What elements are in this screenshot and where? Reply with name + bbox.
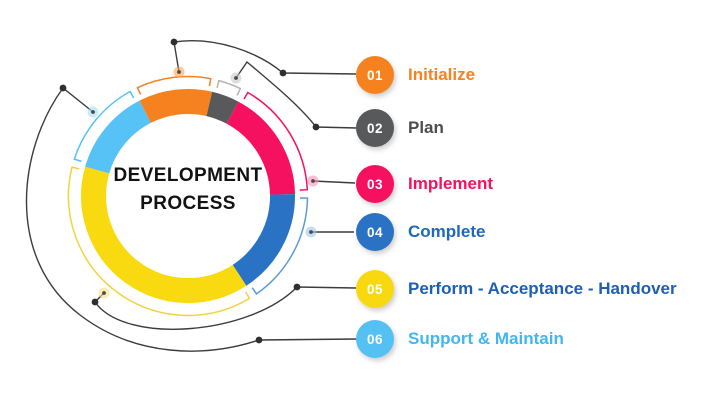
step-number-badge: 05 (356, 270, 394, 308)
junction-dot (293, 283, 301, 291)
donut-segment-initialize (139, 88, 213, 124)
step-label: Complete (408, 222, 486, 241)
halo-dot-center (311, 179, 315, 183)
step-row-initialize: 01 Initialize (356, 56, 475, 94)
connector-implement (312, 180, 356, 184)
bracket-implement (243, 91, 309, 191)
donut-segment-implement (226, 101, 295, 196)
step-number-badge: 02 (356, 109, 394, 147)
connector-junction-dots (59, 38, 320, 344)
connector-lines (25, 40, 358, 352)
diagram-title-line2: PROCESS (140, 193, 236, 214)
bracket-perform (67, 166, 251, 317)
donut-segment-complete (232, 194, 295, 286)
halo-dot-center (91, 110, 95, 114)
step-number-badge: 03 (356, 165, 394, 203)
halo-dot-center (177, 70, 181, 74)
junction-dot (170, 38, 178, 46)
segment-halo-dots (87, 66, 319, 299)
halo-dot-center (102, 291, 106, 295)
step-label: Initialize (408, 65, 476, 84)
step-label: Plan (408, 118, 444, 137)
step-row-implement: 03 Implement (356, 165, 493, 203)
bracket-complete (251, 197, 309, 295)
halo-dot-center (309, 230, 313, 234)
bracket-plan (216, 79, 242, 96)
donut-segment-support (85, 100, 152, 174)
junction-dot (255, 336, 263, 344)
donut-segment-plan (206, 91, 239, 124)
step-number-badge: 06 (356, 320, 394, 358)
donut-segment-perform (81, 166, 247, 304)
connector-perform (94, 286, 357, 330)
junction-dot (91, 298, 99, 306)
diagram-title: DEVELOPMENT PROCESS (88, 162, 288, 218)
connector-support (25, 86, 358, 352)
junction-dot (279, 69, 287, 77)
bracket-support (73, 90, 135, 163)
step-label: Perform - Acceptance - Handover (408, 279, 677, 298)
step-row-support: 06 Support & Maintain (356, 320, 564, 358)
bracket-initialize (136, 75, 212, 95)
junction-dot (312, 123, 320, 131)
connector-initialize (173, 40, 357, 75)
halo-dot-center (234, 76, 238, 80)
step-label: Implement (408, 174, 494, 193)
step-number-badge: 01 (356, 56, 394, 94)
step-row-perform: 05 Perform - Acceptance - Handover (356, 270, 677, 308)
junction-dot (59, 84, 67, 92)
step-number-badge: 04 (356, 213, 394, 251)
process-donut (81, 88, 295, 304)
diagram-title-line1: DEVELOPMENT (113, 165, 263, 186)
step-label: Support & Maintain (408, 329, 564, 348)
step-row-complete: 04 Complete (356, 213, 485, 251)
step-row-plan: 02 Plan (356, 109, 444, 147)
segment-brackets (67, 75, 309, 317)
